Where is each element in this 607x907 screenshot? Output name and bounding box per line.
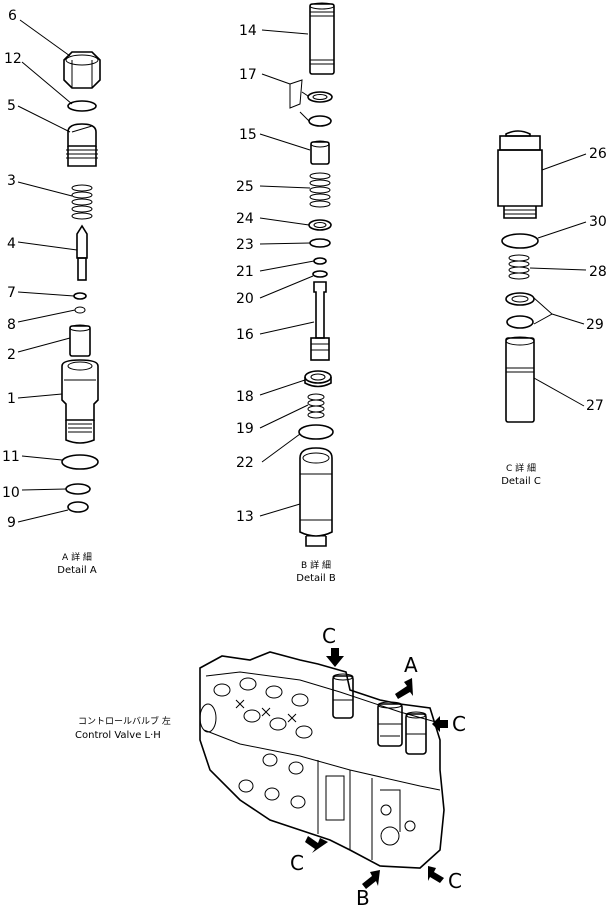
control-valve-assembly: C A C C B C コントロールバルブ 左 Control Valve L·… — [75, 624, 466, 907]
installed-valve-c-right — [405, 711, 427, 755]
part-12-ring — [67, 100, 97, 112]
installed-valve-c-top — [332, 673, 354, 719]
arrow-c-1 — [326, 648, 344, 667]
part-10-ring — [65, 483, 91, 495]
callout-b-1: 17 — [239, 67, 257, 83]
part-16-stem — [310, 281, 330, 361]
part-5-plug — [66, 123, 98, 167]
arrow-c-2 — [432, 716, 448, 732]
callout-c-0: 26 — [589, 146, 607, 162]
callout-b-4: 24 — [236, 211, 254, 227]
arrow-label-c-3: C — [290, 851, 304, 875]
part-8-ring — [74, 306, 86, 314]
control-valve-label-jp: コントロールバルブ 左 — [78, 715, 171, 727]
detail-c-leaders — [529, 153, 587, 407]
part-6-nut — [63, 51, 101, 89]
arrow-label-c-1: C — [322, 624, 336, 648]
part-22-oring — [298, 424, 334, 440]
detail-a-leaders — [17, 19, 78, 523]
arrow-label-c-2: C — [452, 712, 466, 736]
callout-b-12: 13 — [236, 509, 254, 525]
callout-b-3: 25 — [236, 179, 254, 195]
part-19-spring — [307, 393, 325, 419]
callout-b-8: 16 — [236, 327, 254, 343]
part-14-sleeve — [309, 2, 335, 75]
callout-b-7: 20 — [236, 291, 254, 307]
callout-c-4: 27 — [586, 398, 604, 414]
part-30-oring — [501, 233, 539, 249]
callout-a-3: 3 — [7, 173, 16, 189]
arrow-b — [362, 870, 380, 889]
detail-c-caption-en: Detail C — [501, 476, 541, 487]
callout-a-7: 2 — [7, 347, 16, 363]
callout-a-1: 12 — [4, 51, 22, 67]
callout-b-10: 19 — [236, 421, 254, 437]
installed-valve-a — [377, 701, 403, 747]
callout-b-0: 14 — [239, 23, 257, 39]
detail-c: 26 30 28 29 27 C 詳 細 Detail C — [497, 130, 607, 487]
arrow-c-4 — [428, 866, 444, 883]
part-25-spring — [309, 172, 331, 208]
callout-b-6: 21 — [236, 264, 254, 280]
callout-c-3: 29 — [586, 317, 604, 333]
callout-a-4: 4 — [7, 236, 16, 252]
part-15-cap — [310, 140, 330, 165]
part-13-housing — [299, 447, 333, 547]
callout-b-2: 15 — [239, 127, 257, 143]
detail-a-caption-jp: A 詳 細 — [62, 551, 92, 563]
part-2-sleeve — [69, 324, 91, 357]
arrow-a — [395, 678, 413, 699]
callout-a-11: 9 — [7, 515, 16, 531]
part-11-oring — [61, 454, 99, 470]
control-valve-label-en: Control Valve L·H — [75, 730, 161, 741]
callout-a-8: 1 — [7, 391, 16, 407]
part-17-oring — [308, 115, 332, 127]
valve-ports — [199, 677, 416, 846]
callout-b-11: 22 — [236, 455, 254, 471]
callout-a-10: 10 — [2, 485, 20, 501]
detail-b-caption-en: Detail B — [296, 573, 336, 584]
part-3-spring — [71, 184, 93, 220]
part-9-ring — [67, 501, 89, 513]
part-17-backup-ring — [307, 91, 333, 103]
callout-a-5: 7 — [7, 285, 16, 301]
part-20-ring — [312, 270, 328, 278]
part-21-ring — [313, 257, 327, 265]
callout-a-6: 8 — [7, 317, 16, 333]
part-26-cap — [497, 130, 543, 219]
arrow-label-a: A — [404, 653, 418, 677]
callout-a-2: 5 — [7, 98, 16, 114]
part-4-poppet — [76, 224, 88, 281]
part-1-body — [61, 359, 99, 444]
detail-c-caption-jp: C 詳 細 — [506, 462, 536, 474]
valve-cross-marks — [235, 699, 297, 723]
detail-b: 14 17 15 25 24 23 21 20 16 18 19 22 13 B… — [236, 2, 336, 584]
detail-b-caption-jp: B 詳 細 — [301, 559, 331, 571]
callout-c-2: 28 — [589, 264, 607, 280]
part-28-spring — [508, 254, 530, 280]
callout-a-0: 6 — [8, 8, 17, 24]
arrow-label-b: B — [356, 886, 370, 907]
part-29-oring — [506, 315, 534, 329]
detail-a: 6 12 5 3 4 7 8 2 1 11 10 9 A 詳 細 Detail … — [2, 8, 101, 576]
part-23-ring — [309, 238, 331, 248]
detail-a-caption-en: Detail A — [57, 565, 97, 576]
arrow-c-3 — [305, 836, 328, 853]
detail-b-leaders — [259, 29, 315, 517]
part-24-ring — [308, 219, 332, 231]
callout-c-1: 30 — [589, 214, 607, 230]
callout-a-9: 11 — [2, 449, 20, 465]
callout-b-9: 18 — [236, 389, 254, 405]
part-29-backup-ring — [505, 292, 535, 306]
arrow-label-c-4: C — [448, 869, 462, 893]
part-7-ring — [73, 292, 87, 300]
callout-b-5: 23 — [236, 237, 254, 253]
part-27-sleeve — [505, 336, 535, 423]
part-18-nut — [304, 370, 332, 388]
